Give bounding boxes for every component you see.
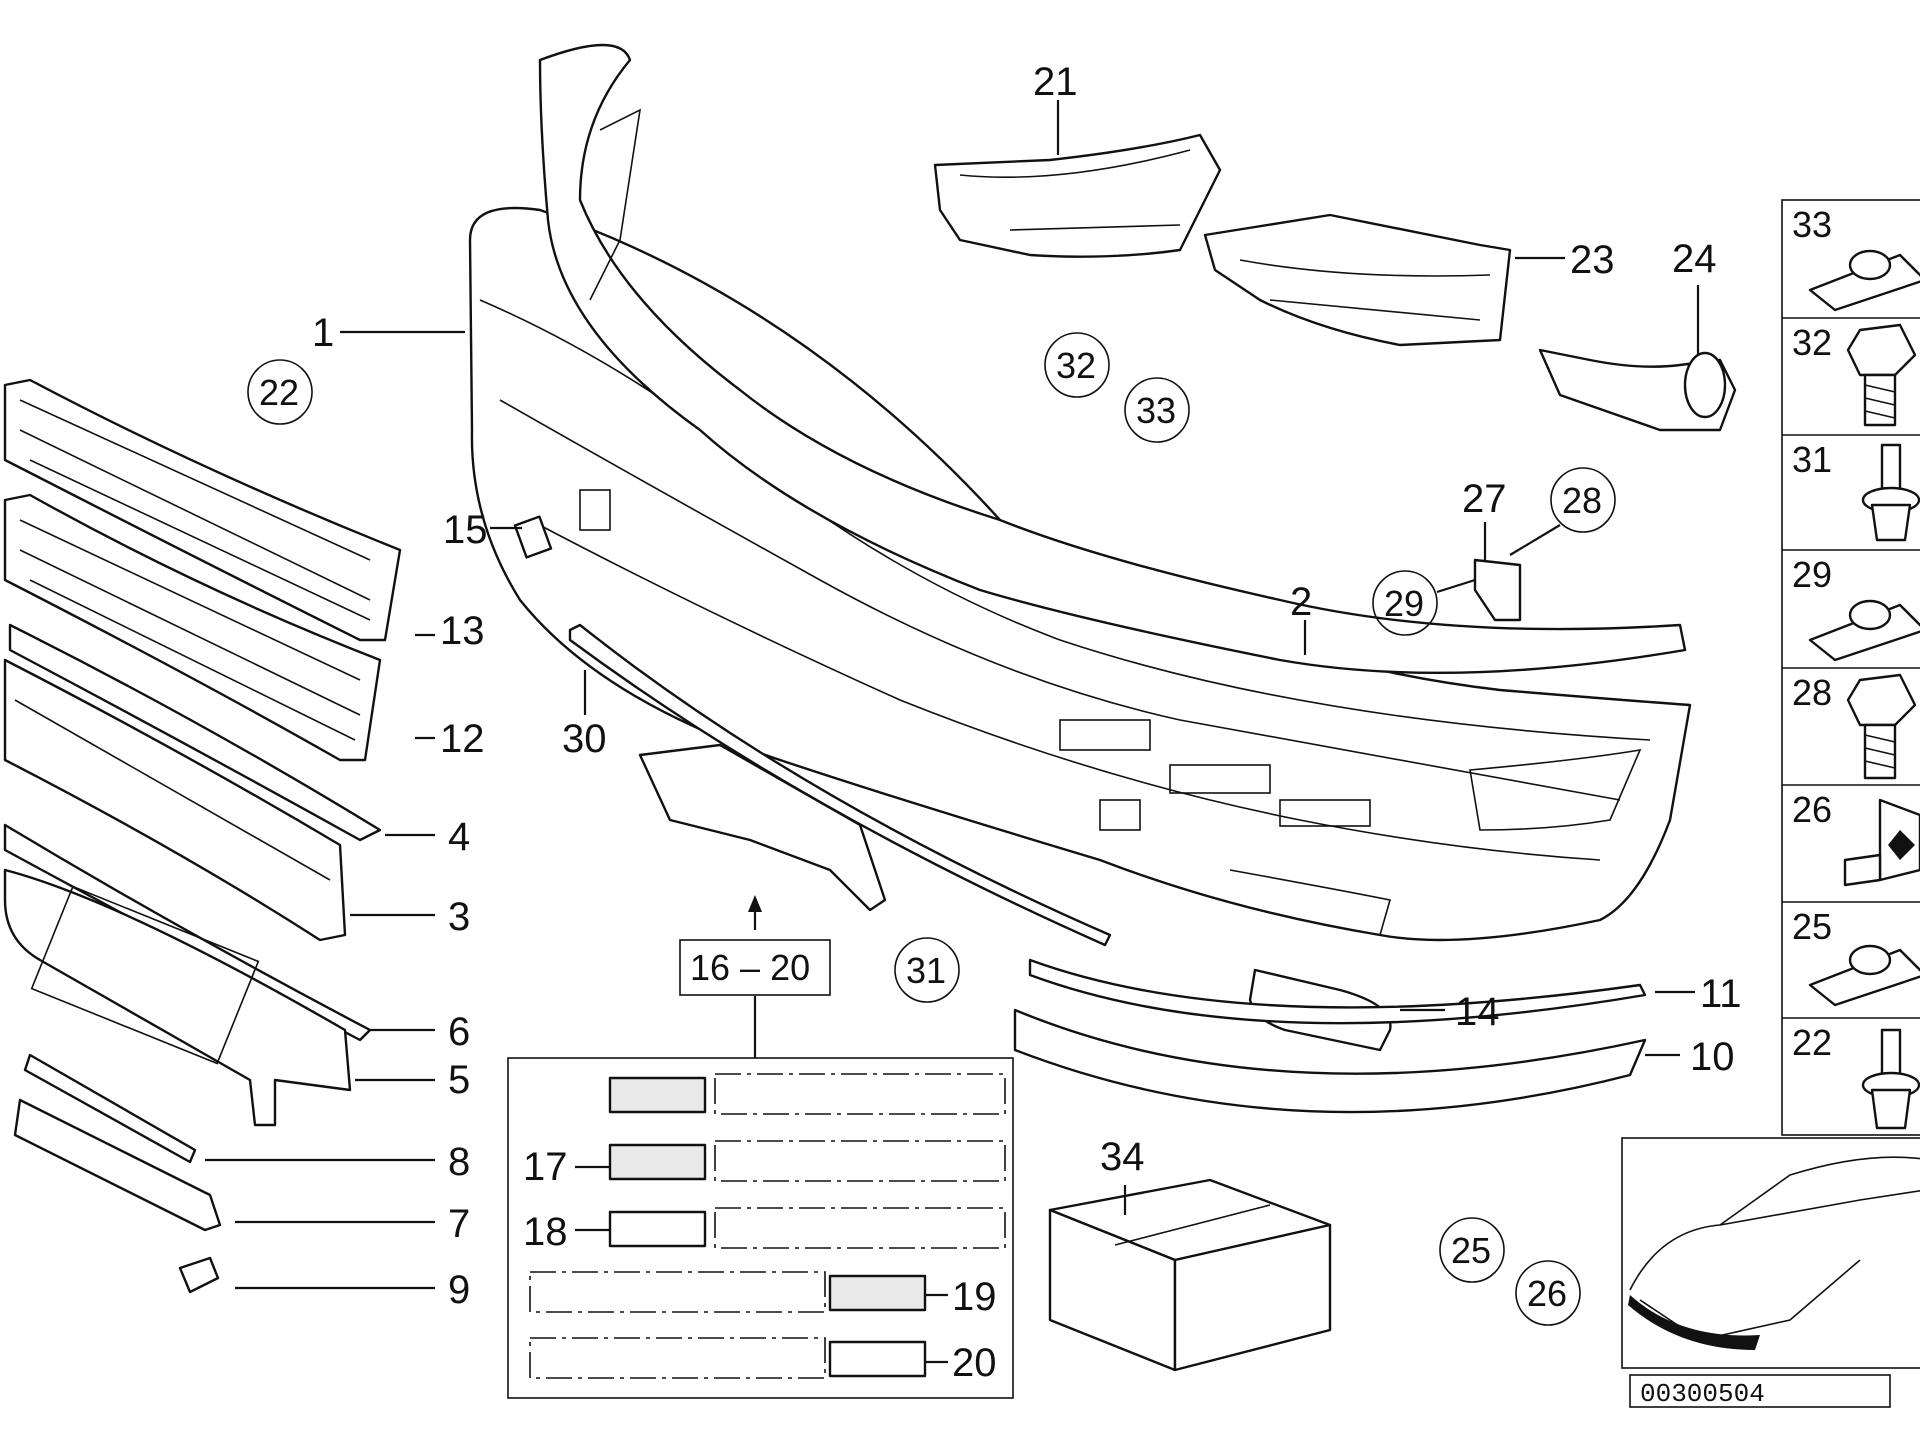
insert-row-18 bbox=[608, 1207, 1006, 1249]
strip-7 bbox=[13, 1098, 222, 1232]
callout-23: 23 bbox=[1570, 238, 1615, 282]
figure-id-box bbox=[1629, 1374, 1891, 1408]
cap-15 bbox=[513, 515, 553, 559]
circle-label-33: 33 bbox=[1136, 390, 1176, 431]
callout-labels: 1 2 3 4 5 6 7 8 9 10 11 12 13 14 15 16 –… bbox=[259, 60, 1832, 1385]
fastener-panel bbox=[1781, 199, 1920, 1136]
circle-22 bbox=[247, 359, 313, 425]
expanding-rivet-icon bbox=[1861, 443, 1920, 542]
leader-lines bbox=[205, 100, 1700, 1364]
package-box-34 bbox=[1048, 1178, 1332, 1372]
callout-19: 19 bbox=[952, 1275, 997, 1319]
fastener-label: 22 bbox=[1792, 1022, 1832, 1063]
clip-nut-icon bbox=[1808, 249, 1920, 312]
trim-strip-11 bbox=[1028, 958, 1647, 1025]
callout-27: 27 bbox=[1462, 477, 1507, 521]
air-duct-left bbox=[933, 133, 1222, 258]
upper-trim-strip bbox=[538, 43, 1687, 675]
callout-18: 18 bbox=[523, 1210, 568, 1254]
callout-2: 2 bbox=[1290, 580, 1312, 624]
callout-9: 9 bbox=[448, 1268, 470, 1312]
callout-11: 11 bbox=[1700, 972, 1742, 1016]
circle-25 bbox=[1439, 1217, 1505, 1283]
callout-1: 1 bbox=[312, 311, 334, 355]
plug-9 bbox=[178, 1256, 220, 1294]
callout-3: 3 bbox=[448, 895, 470, 939]
grille-variants-box bbox=[507, 895, 1014, 1399]
circle-label-22: 22 bbox=[259, 372, 299, 413]
expanding-rivet-icon bbox=[1861, 1028, 1920, 1130]
callout-8: 8 bbox=[448, 1140, 470, 1184]
clip-nut-icon bbox=[1808, 599, 1920, 662]
carrier-3 bbox=[3, 658, 347, 942]
insert-row-19 bbox=[529, 1271, 927, 1313]
car-location-thumbnail: 00300504 bbox=[1621, 1137, 1920, 1409]
circle-29 bbox=[1372, 570, 1438, 636]
grille-upper bbox=[3, 378, 402, 642]
strip-8 bbox=[23, 1053, 197, 1164]
callout-14: 14 bbox=[1455, 990, 1500, 1034]
fastener-label: 25 bbox=[1792, 906, 1832, 947]
insert-row-16 bbox=[608, 1073, 1006, 1115]
air-duct-center bbox=[1203, 213, 1512, 347]
callout-21: 21 bbox=[1033, 60, 1078, 104]
fastener-label: 29 bbox=[1792, 554, 1832, 595]
callout-6: 6 bbox=[448, 1010, 470, 1054]
circle-32 bbox=[1044, 332, 1110, 398]
reference-circles bbox=[247, 332, 1616, 1326]
air-duct-right bbox=[1538, 348, 1737, 432]
callout-30: 30 bbox=[562, 717, 607, 761]
trim-strip-4 bbox=[8, 623, 382, 842]
fastener-label: 26 bbox=[1792, 789, 1832, 830]
circle-31 bbox=[894, 937, 960, 1003]
fastener-label: 33 bbox=[1792, 204, 1832, 245]
hex-bolt-icon bbox=[1846, 323, 1917, 427]
circle-label-31: 31 bbox=[906, 950, 946, 991]
clip-nut-icon bbox=[1808, 944, 1920, 1007]
bracket-27 bbox=[1473, 558, 1522, 622]
figure-id: 00300504 bbox=[1640, 1379, 1765, 1409]
callout-15: 15 bbox=[443, 508, 488, 552]
callout-20: 20 bbox=[952, 1341, 997, 1385]
grille-lower bbox=[3, 493, 382, 762]
circle-label-29: 29 bbox=[1384, 583, 1424, 624]
circle-label-26: 26 bbox=[1527, 1273, 1567, 1314]
fastener-label: 32 bbox=[1792, 322, 1832, 363]
seal-strip-30 bbox=[568, 623, 1112, 947]
license-plate-base-5 bbox=[3, 868, 352, 1127]
fastener-label: 31 bbox=[1792, 439, 1832, 480]
insert-row-17 bbox=[608, 1140, 1006, 1182]
circle-26 bbox=[1515, 1260, 1581, 1326]
circle-label-28: 28 bbox=[1562, 480, 1602, 521]
grille-insert-16 bbox=[638, 743, 887, 912]
callout-7: 7 bbox=[448, 1202, 470, 1246]
circle-28 bbox=[1550, 467, 1616, 533]
insert-row-20 bbox=[529, 1337, 927, 1379]
callout-4: 4 bbox=[448, 815, 470, 859]
callout-12: 12 bbox=[440, 717, 485, 761]
callout-17: 17 bbox=[523, 1145, 568, 1189]
circle-label-32: 32 bbox=[1056, 345, 1096, 386]
callout-13: 13 bbox=[440, 609, 485, 653]
callout-10: 10 bbox=[1690, 1035, 1735, 1079]
hex-bolt-icon bbox=[1846, 673, 1917, 780]
callout-34: 34 bbox=[1100, 1135, 1145, 1179]
callout-16-20: 16 – 20 bbox=[690, 947, 810, 988]
circle-33 bbox=[1124, 377, 1190, 443]
fastener-label: 28 bbox=[1792, 672, 1832, 713]
callout-5: 5 bbox=[448, 1058, 470, 1102]
lower-spoiler-10 bbox=[1013, 1008, 1647, 1114]
bracket-nut-icon bbox=[1843, 798, 1920, 887]
circle-label-25: 25 bbox=[1451, 1230, 1491, 1271]
callout-24: 24 bbox=[1672, 237, 1717, 281]
